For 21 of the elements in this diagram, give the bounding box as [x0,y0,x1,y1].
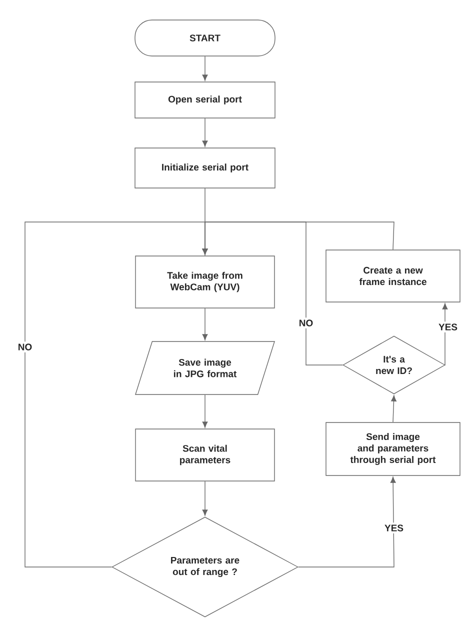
arrow [202,118,208,147]
process-box: Create a new frame instance [326,250,460,302]
arrow [202,481,208,516]
arrow [202,308,208,340]
arrow [391,395,396,422]
process-box: Initialize serial port [134,148,276,188]
data-parallelogram: Save image in JPG format [135,341,275,395]
edge-label: NO [296,318,316,328]
edge-label: YES [436,322,460,332]
arrow [442,303,448,366]
arrow [202,56,208,81]
process-box: Take image from WebCam (YUV) [135,256,275,308]
edge-label: YES [382,522,406,534]
process-box: Scan vital parameters [135,428,275,482]
process-box: Send image and parameters through serial port [326,422,460,476]
process-box: Open serial port [134,82,276,118]
arrow [202,222,394,255]
edge-label: NO [16,342,34,352]
start-terminal: START [134,20,276,56]
arrow [298,476,396,568]
arrow [202,394,208,428]
